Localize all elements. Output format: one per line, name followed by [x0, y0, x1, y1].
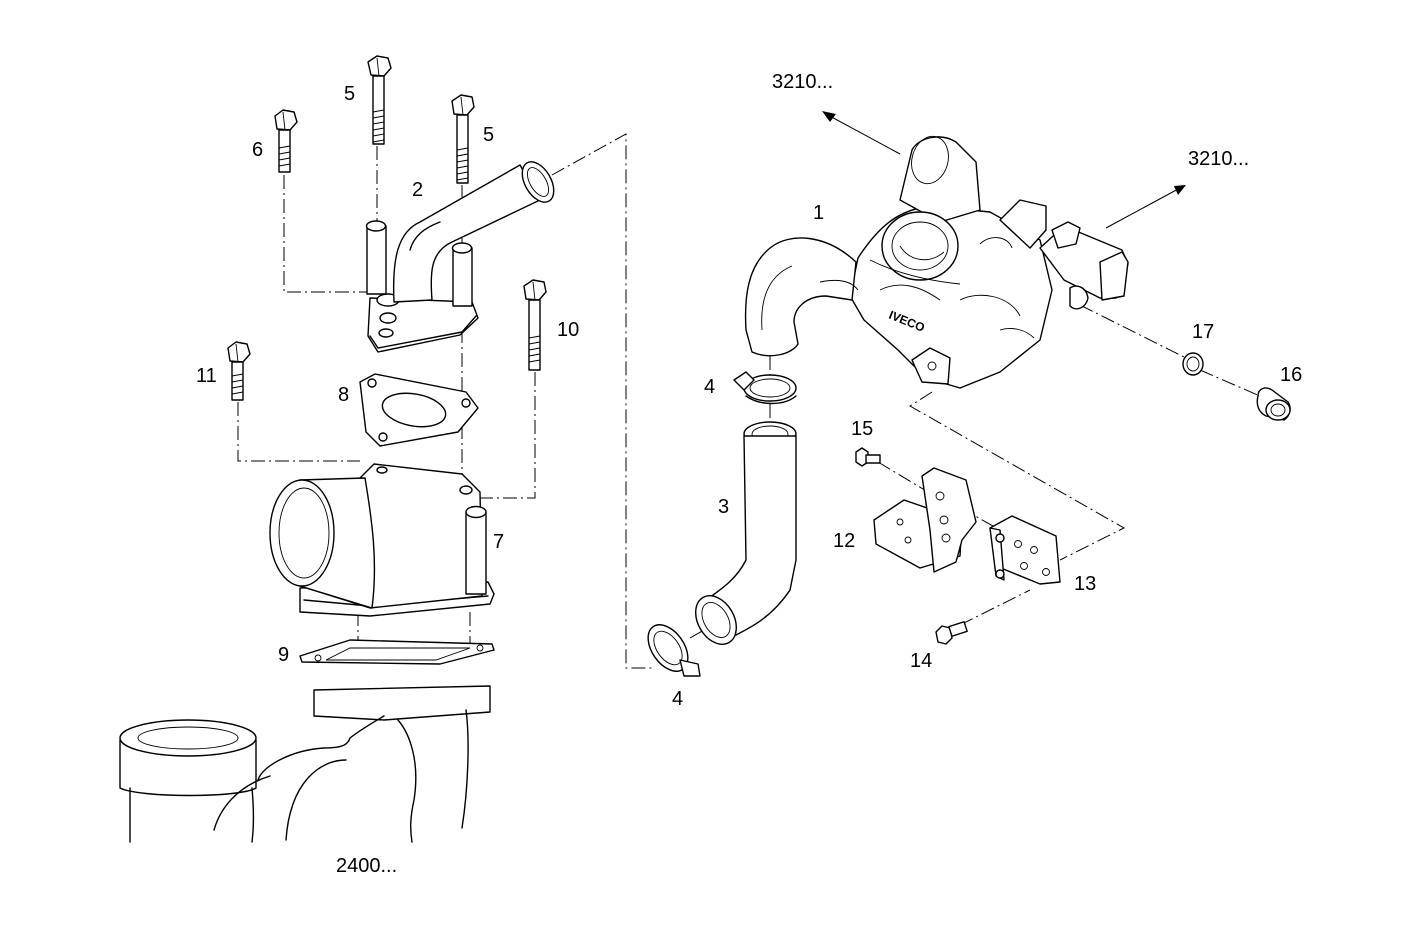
callout-7: 7 — [493, 531, 505, 553]
arrows-3210 — [822, 111, 1186, 229]
part-14-screw — [935, 621, 968, 645]
callout-2400: 2400... — [336, 855, 398, 877]
callout-5-right: 5 — [483, 124, 495, 146]
part-13-bracket — [989, 515, 1061, 585]
part-4-clamp-lower — [647, 624, 701, 677]
bolt-6 — [274, 109, 298, 173]
part-15-screw — [855, 447, 881, 467]
bolt-5-left — [367, 55, 392, 145]
callout-12: 12 — [833, 530, 856, 552]
callout-10: 10 — [557, 319, 580, 341]
callout-2: 2 — [412, 179, 424, 201]
callout-4-lower: 4 — [672, 688, 684, 710]
bolt-11 — [227, 341, 251, 401]
callout-13: 13 — [1074, 573, 1097, 595]
callout-14: 14 — [910, 650, 933, 672]
callout-6: 6 — [252, 139, 264, 161]
part-2-elbow-outlet — [365, 161, 555, 353]
callout-3: 3 — [718, 496, 730, 518]
part-1-pump-housing: IVECO — [744, 135, 1129, 389]
bolt-5-right — [451, 94, 475, 184]
bolt-10 — [523, 279, 547, 371]
part-7-thermostat-housing — [269, 463, 495, 617]
part-12-bracket — [873, 467, 977, 573]
part-16-plug — [1256, 387, 1291, 421]
callout-5-left: 5 — [344, 83, 356, 105]
callout-8: 8 — [338, 384, 350, 406]
callout-4-upper: 4 — [704, 376, 716, 398]
callout-3210-top: 3210... — [772, 71, 834, 93]
part-9-gasket — [299, 639, 495, 665]
part-4-clamp-upper — [733, 371, 797, 405]
part-8-gasket — [359, 373, 479, 447]
manifold-2400-outline — [119, 685, 491, 843]
callout-11: 11 — [196, 365, 217, 387]
callout-17: 17 — [1192, 321, 1215, 343]
callout-3210-right: 3210... — [1188, 148, 1250, 170]
callout-16: 16 — [1280, 364, 1303, 386]
callout-15: 15 — [851, 418, 874, 440]
part-3-hose — [695, 421, 797, 645]
part-17-washer — [1182, 352, 1204, 376]
callout-1: 1 — [813, 202, 825, 224]
callout-9: 9 — [278, 644, 290, 666]
